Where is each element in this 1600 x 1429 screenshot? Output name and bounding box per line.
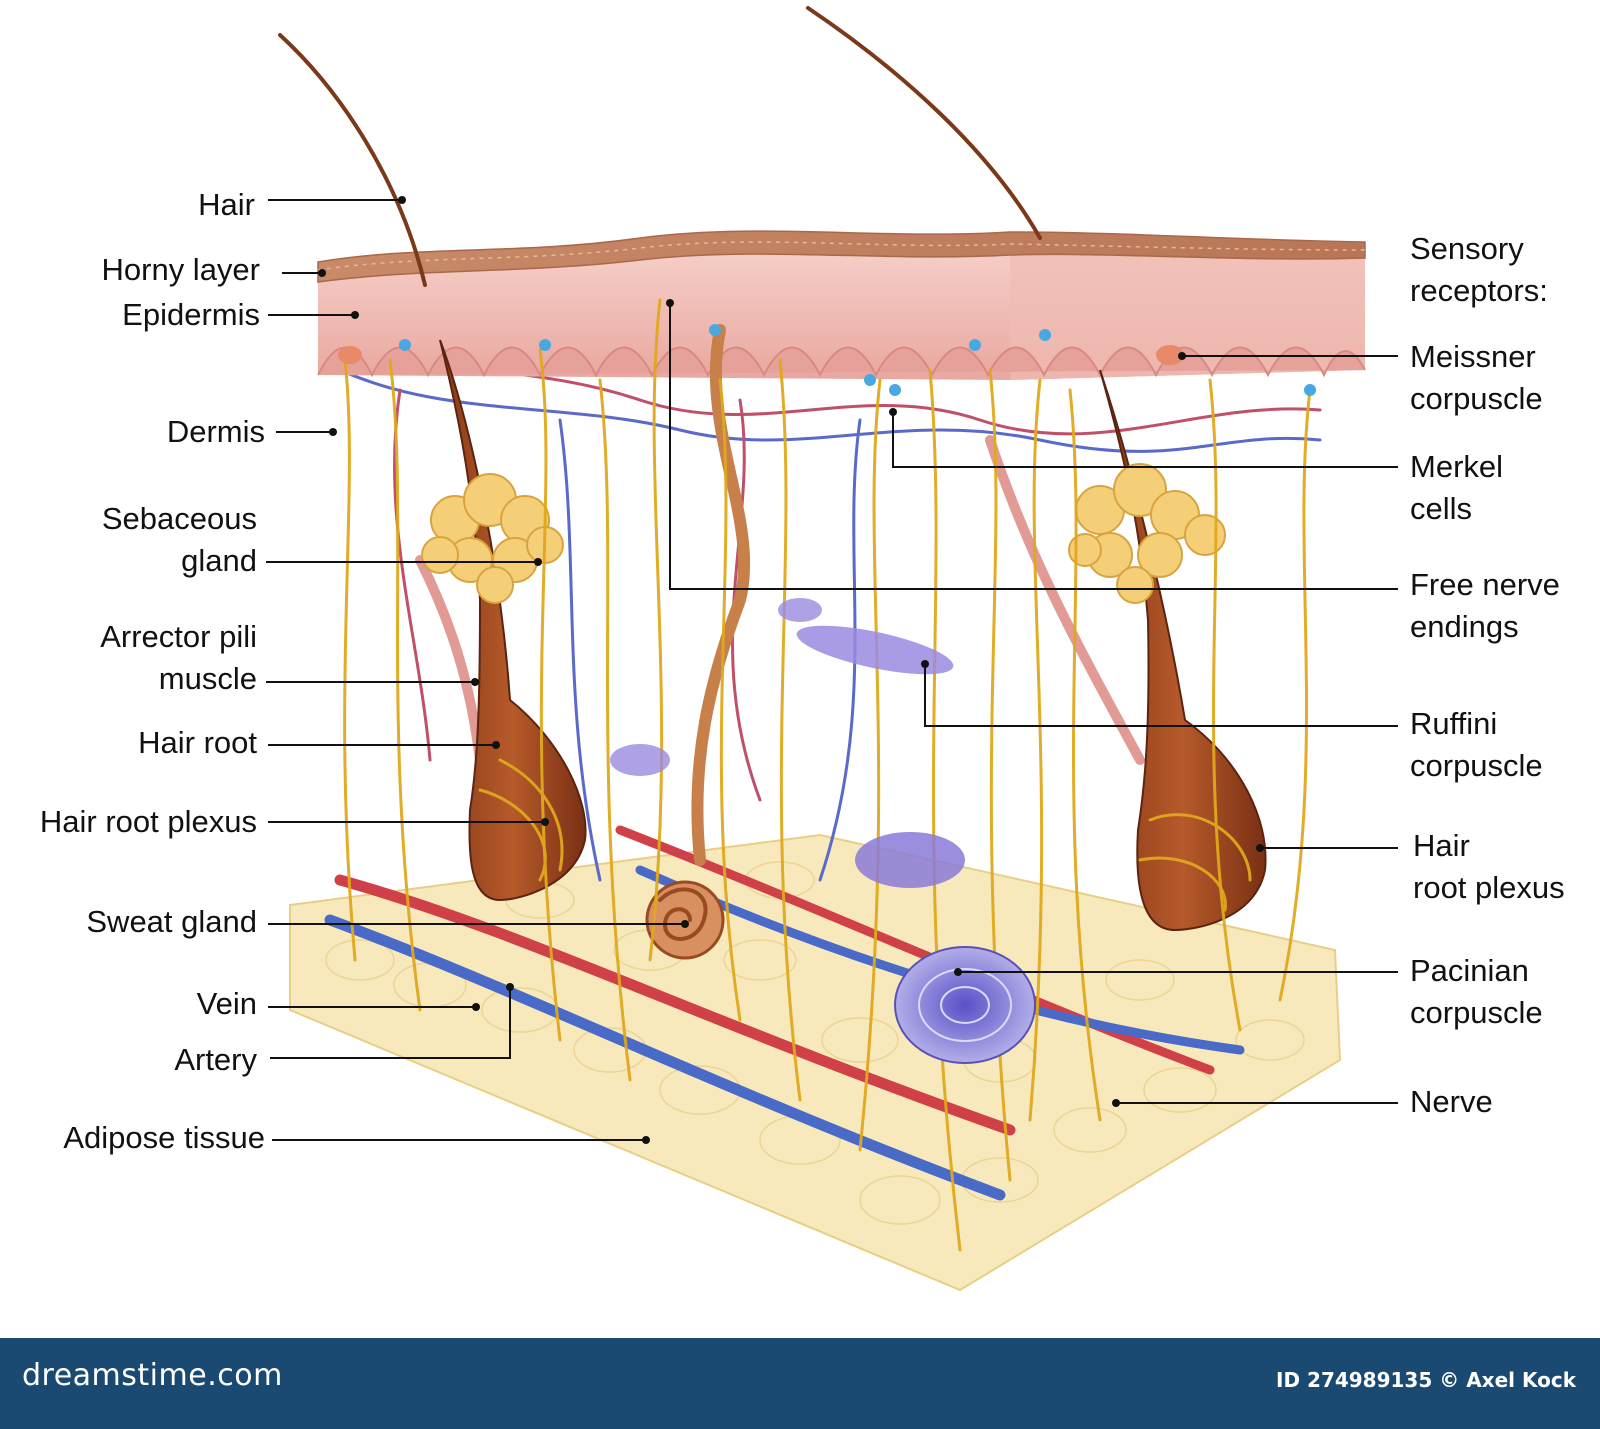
corpuscles — [610, 598, 1036, 1064]
label-sweat-gland: Sweat gland — [86, 904, 257, 939]
label-dermis: Dermis — [166, 414, 265, 449]
skin-cross-section-diagram — [266, 6, 1398, 1292]
skin-receptors — [338, 324, 1316, 396]
sweat-gland-coil — [645, 324, 751, 960]
horny-layer-band — [317, 230, 1366, 283]
label-horny-layer: Horny layer — [101, 252, 261, 287]
leader-dots — [318, 196, 1264, 1144]
stock-footer-bar: dreamstime.com ID 274989135 © Axel Kock — [0, 1338, 1600, 1429]
label-hair-root-plexus: Hair root plexus — [39, 804, 257, 839]
sebaceous-glands — [421, 463, 1226, 604]
label-artery: Artery — [174, 1042, 257, 1077]
hair-shafts — [278, 6, 1042, 287]
epidermis-layer — [317, 240, 1366, 380]
arrector-pili-muscles — [415, 435, 1145, 765]
label-nerve: Nerve — [1410, 1084, 1493, 1119]
label-vein: Vein — [196, 986, 257, 1021]
nerve-fibres — [343, 298, 1312, 1252]
brand-watermark[interactable]: dreamstime.com — [22, 1358, 283, 1393]
label-hair-root: Hair root — [138, 725, 257, 760]
leader-lines — [266, 199, 1398, 1141]
image-credit: ID 274989135 © Axel Kock — [1276, 1368, 1576, 1392]
label-epidermis: Epidermis — [122, 297, 260, 332]
label-hair: Hair — [198, 187, 255, 222]
label-adipose-tissue: Adipose tissue — [63, 1120, 265, 1155]
